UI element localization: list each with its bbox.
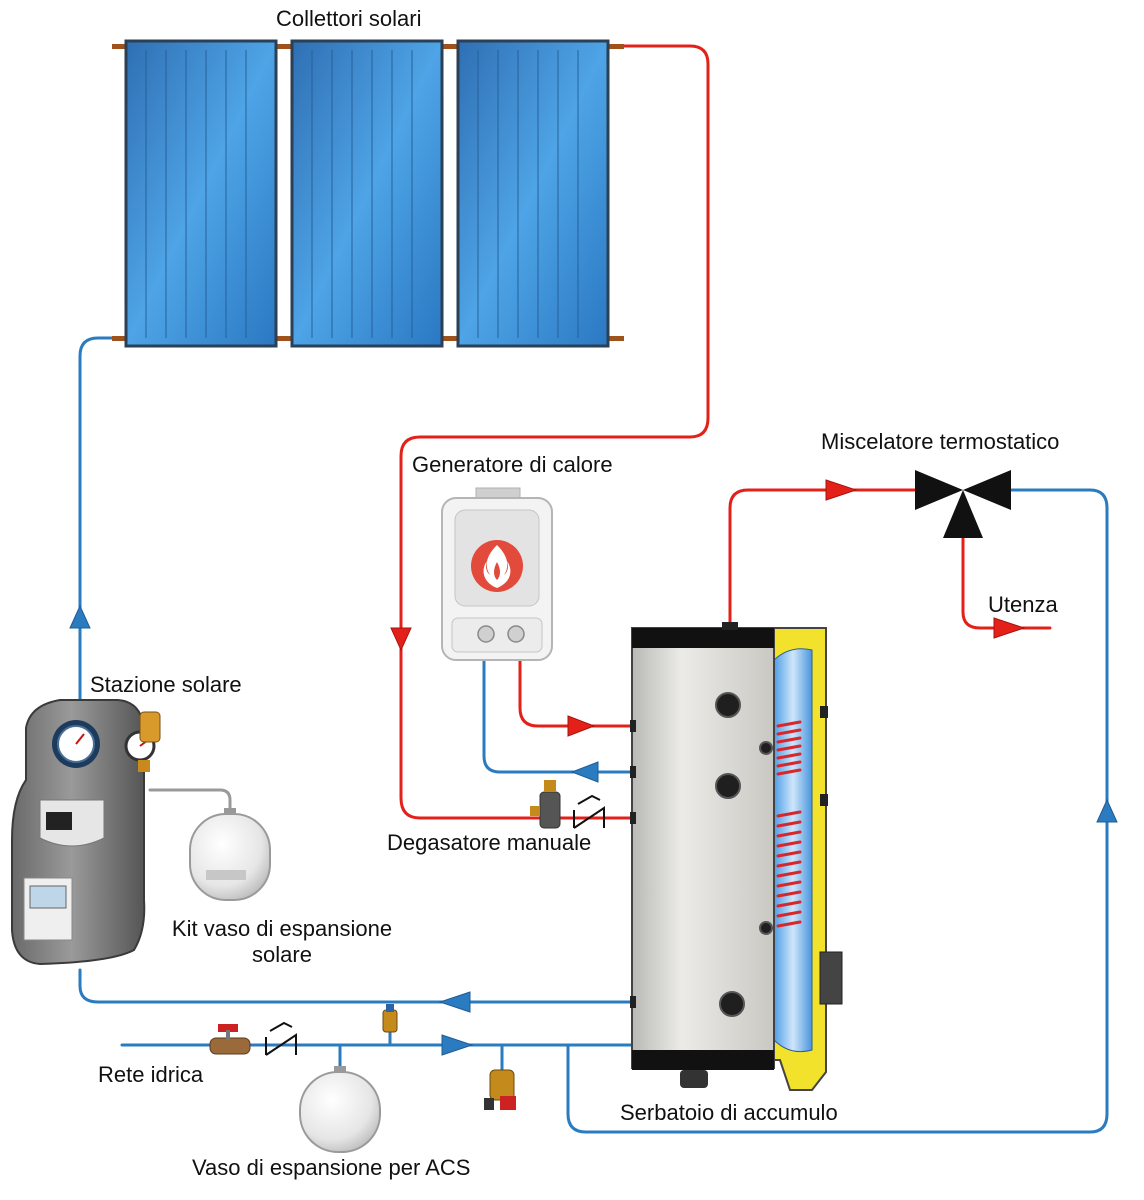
safety-valve [382, 1004, 398, 1033]
drain-valve [484, 1069, 516, 1110]
label-solar-station: Stazione solare [90, 672, 242, 697]
label-collectors: Collettori solari [276, 6, 422, 31]
check-valve-icon [265, 1021, 297, 1056]
label-dhw-expansion: Vaso di espansione per ACS [192, 1155, 471, 1180]
flow-arrow-icon [69, 479, 1118, 1056]
mixer-cold-pipe [566, 488, 1109, 1134]
label-expansion-kit-line1: Kit vaso di espansione [171, 916, 393, 941]
boiler-hot-pipe [518, 658, 634, 728]
boiler-return-pipe [482, 658, 634, 774]
collector-return-pipe [78, 336, 124, 702]
station-return-pipe [78, 968, 634, 1004]
solar-expansion-vessel [189, 808, 271, 901]
dhw-expansion-vessel [299, 1066, 381, 1153]
label-storage-tank: Serbatoio di accumulo [620, 1100, 838, 1125]
manual-deaerator [530, 780, 561, 829]
tank-hot-outlet-pipe [728, 488, 917, 630]
solar-expansion-pipe [148, 788, 232, 814]
solar-panel [456, 39, 610, 348]
label-expansion-kit-line2: solare [252, 942, 312, 968]
flame-icon [471, 540, 523, 592]
label-deaerator: Degasatore manuale [387, 830, 592, 855]
label-mixer: Miscelatore termostatico [821, 429, 1060, 454]
solar-station [11, 699, 161, 966]
label-expansion-kit: Kit vaso di espansione solare [150, 916, 414, 969]
ball-valve-icon [209, 1024, 251, 1055]
solar-panel [290, 39, 444, 348]
check-valve-icon [573, 794, 605, 829]
label-water-mains: Rete idrica [98, 1062, 204, 1087]
label-user: Utenza [988, 592, 1058, 617]
collector-hot-pipe [399, 44, 710, 820]
label-heat-generator: Generatore di calore [412, 452, 613, 477]
solar-collectors [112, 39, 624, 348]
solar-panel [124, 39, 278, 348]
storage-tank [630, 622, 843, 1091]
thermostatic-mixer-icon [915, 470, 1011, 538]
heat-generator [441, 487, 553, 661]
user-supply-pipe [961, 536, 1052, 630]
